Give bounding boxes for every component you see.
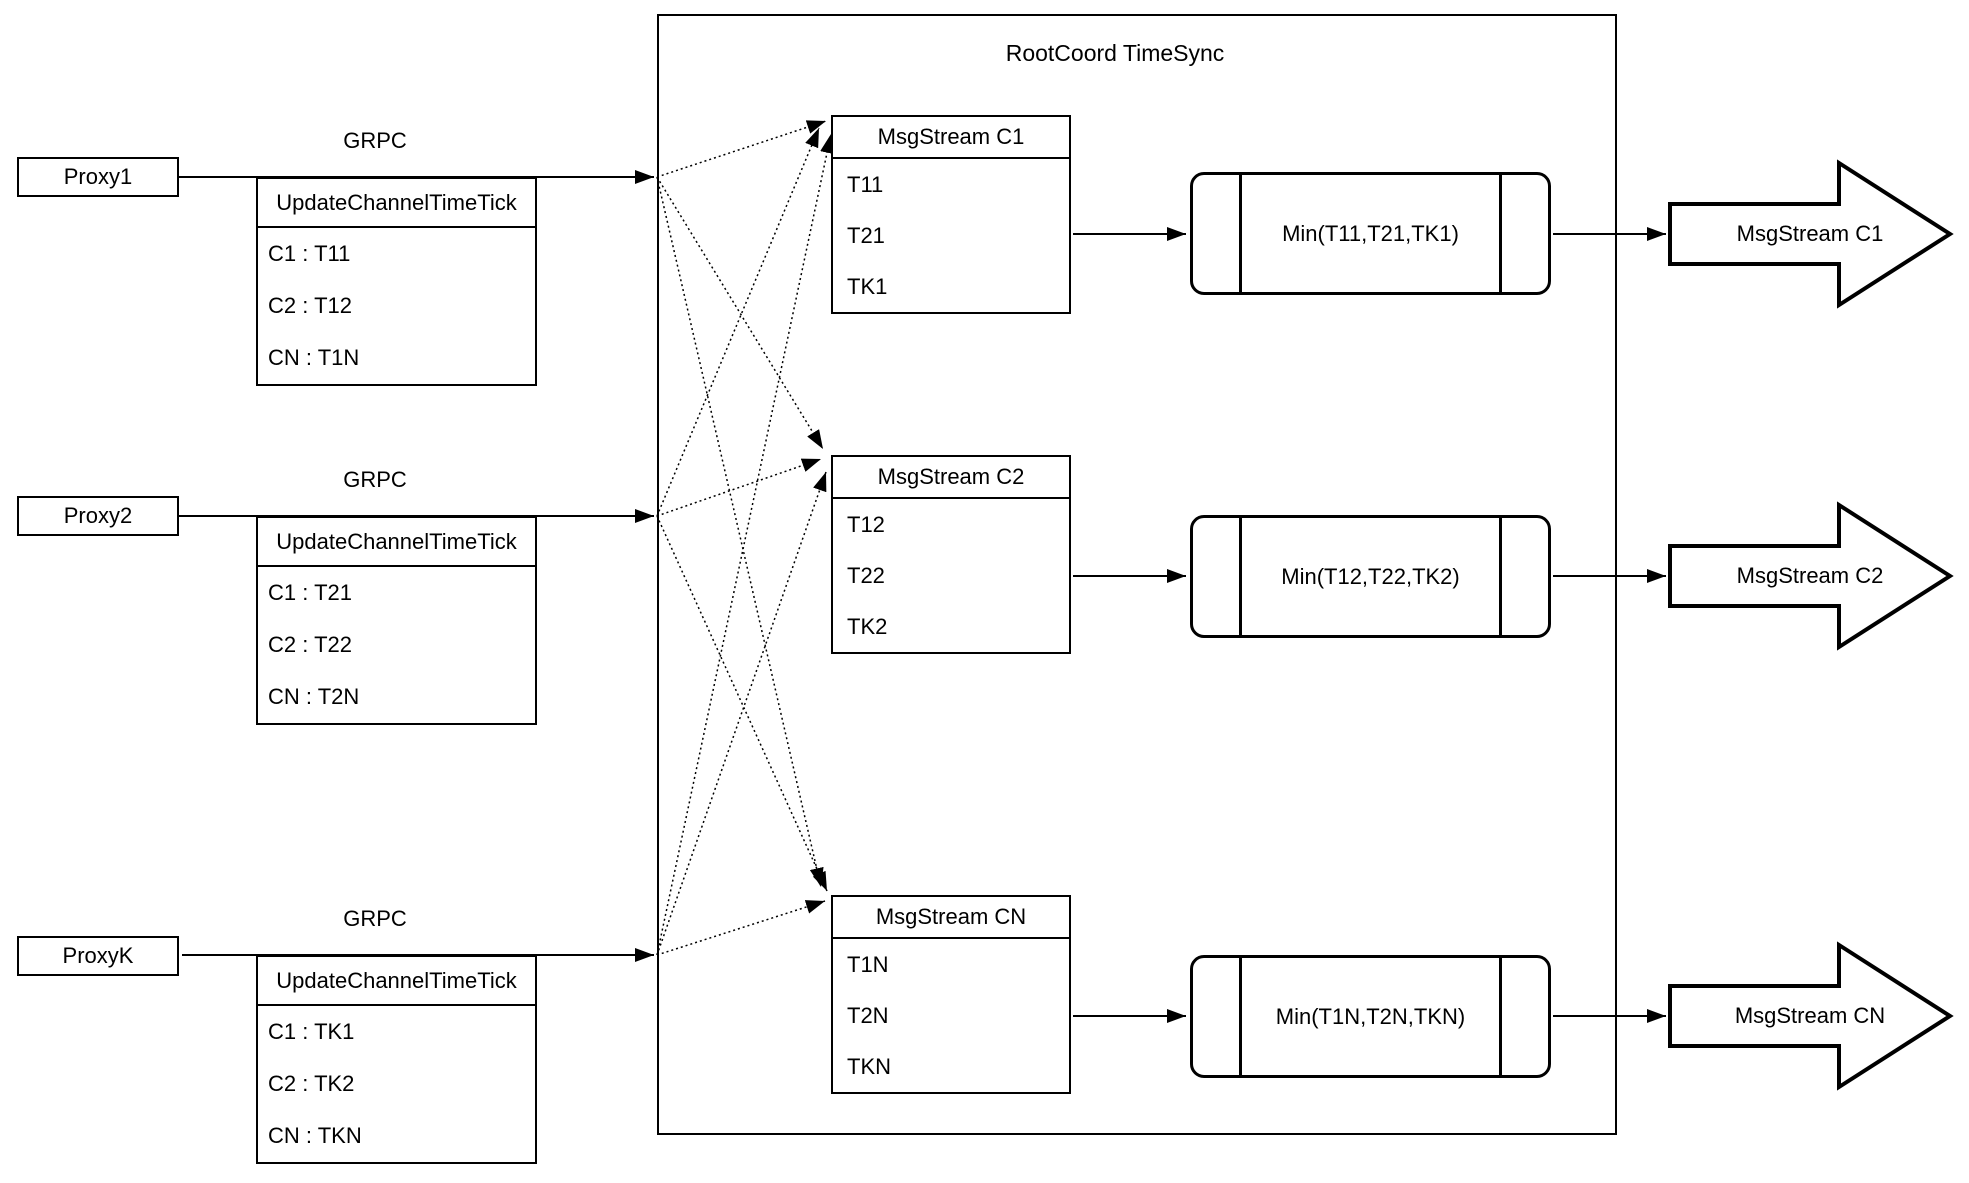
proxy-box: ProxyK <box>17 936 179 976</box>
update-table-row: CN : TKN <box>268 1123 362 1148</box>
proxy-box: Proxy1 <box>17 157 179 197</box>
update-table-row: C2 : TK2 <box>268 1071 355 1096</box>
update-table-row: CN : T1N <box>268 345 360 370</box>
msgstream-table-row: T11 <box>847 172 884 197</box>
update-channel-timetick-table: UpdateChannelTimeTick C1 : TK1 C2 : TK2 … <box>256 955 537 1164</box>
timetick-fanout-line <box>656 176 824 888</box>
timetick-fanout-line <box>656 515 828 892</box>
update-channel-timetick-table: UpdateChannelTimeTick C1 : T21 C2 : T22 … <box>256 516 537 725</box>
output-block-arrow <box>1668 941 1954 1091</box>
msgstream-table-row: T1N <box>847 952 889 977</box>
timetick-fanout-line <box>656 120 827 178</box>
grpc-label: GRPC <box>343 467 407 492</box>
msgstream-table-header: MsgStream C2 <box>833 457 1069 499</box>
min-box-divider <box>1499 518 1502 635</box>
rootcoord-timesync-box <box>657 14 1617 1135</box>
min-box-divider <box>1239 518 1242 635</box>
timetick-fanout-line <box>656 471 827 956</box>
update-table-row: C2 : T12 <box>268 293 352 318</box>
output-block-arrow <box>1668 501 1954 651</box>
proxy-label: ProxyK <box>62 943 134 968</box>
msgstream-table-row: T2N <box>847 1003 889 1028</box>
min-operator-box: Min(T12,T22,TK2) <box>1190 515 1551 638</box>
timetick-fanout-line <box>656 458 822 517</box>
msgstream-table: MsgStream CN T1N T2N TKN <box>831 895 1071 1094</box>
grpc-label: GRPC <box>343 128 407 153</box>
min-label: Min(T12,T22,TK2) <box>1281 564 1460 589</box>
msgstream-table-header: MsgStream C1 <box>833 117 1069 159</box>
output-arrow-label: MsgStream CN <box>1734 1003 1886 1028</box>
proxy-box: Proxy2 <box>17 496 179 536</box>
output-block-arrow <box>1668 159 1954 309</box>
msgstream-table-header: MsgStream CN <box>833 897 1069 939</box>
msgstream-table-row: TK1 <box>847 274 888 299</box>
update-table-row: CN : T2N <box>268 684 360 709</box>
min-operator-box: Min(T11,T21,TK1) <box>1190 172 1551 295</box>
msgstream-table-row: T21 <box>847 223 885 248</box>
update-table-row: C1 : T11 <box>268 241 351 266</box>
min-box-divider <box>1239 958 1242 1075</box>
update-table-row: C1 : T21 <box>268 580 352 605</box>
msgstream-table-row: TKN <box>847 1054 891 1079</box>
output-arrow-label: MsgStream C2 <box>1736 563 1884 588</box>
min-label: Min(T11,T21,TK1) <box>1282 221 1459 246</box>
min-operator-box: Min(T1N,T2N,TKN) <box>1190 955 1551 1078</box>
min-label: Min(T1N,T2N,TKN) <box>1275 1004 1466 1029</box>
timetick-fanout-line <box>656 900 826 956</box>
update-table-header: UpdateChannelTimeTick <box>258 518 535 567</box>
msgstream-table-row: T22 <box>847 563 885 588</box>
msgstream-table-row: TK2 <box>847 614 888 639</box>
msgstream-table-row: T12 <box>847 512 885 537</box>
timetick-fanout-line <box>656 176 824 450</box>
update-channel-timetick-table: UpdateChannelTimeTick C1 : T11 C2 : T12 … <box>256 177 537 386</box>
proxy-label: Proxy1 <box>63 164 133 189</box>
min-box-divider <box>1499 958 1502 1075</box>
timetick-fanout-line <box>656 133 834 956</box>
grpc-label: GRPC <box>343 906 407 931</box>
min-box-divider <box>1499 175 1502 292</box>
update-table-header: UpdateChannelTimeTick <box>258 957 535 1006</box>
timetick-fanout-line <box>656 127 820 517</box>
update-table-row: C2 : T22 <box>268 632 352 657</box>
proxy-label: Proxy2 <box>63 503 133 528</box>
update-table-row: C1 : TK1 <box>268 1019 355 1044</box>
msgstream-table: MsgStream C1 T11 T21 TK1 <box>831 115 1071 314</box>
output-arrow-label: MsgStream C1 <box>1736 221 1884 246</box>
min-box-divider <box>1239 175 1242 292</box>
rootcoord-title: RootCoord TimeSync <box>1005 40 1225 66</box>
update-table-header: UpdateChannelTimeTick <box>258 179 535 228</box>
msgstream-table: MsgStream C2 T12 T22 TK2 <box>831 455 1071 654</box>
